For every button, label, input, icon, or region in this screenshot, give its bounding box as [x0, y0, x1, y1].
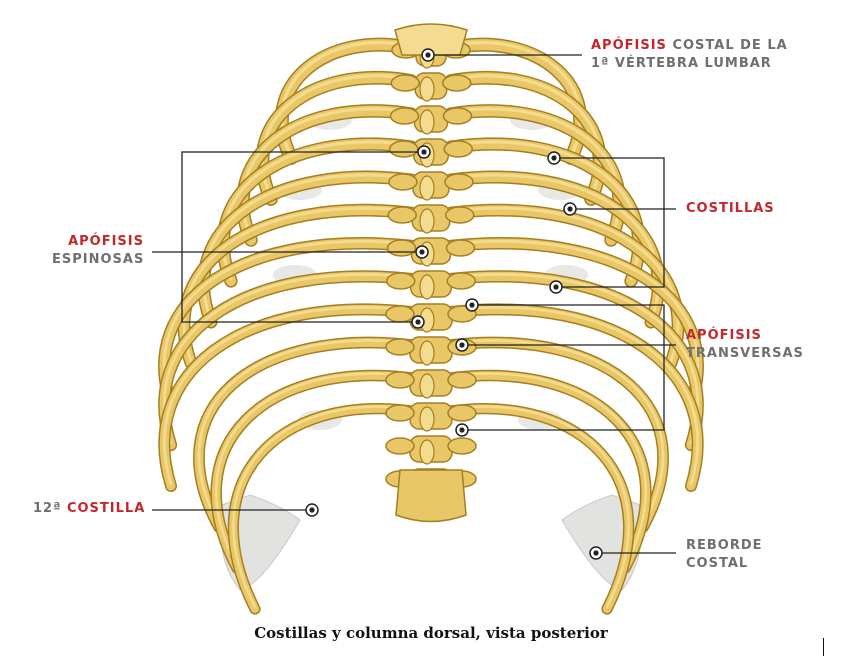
figure-caption: Costillas y columna dorsal, vista poster… — [254, 624, 608, 642]
transverse-process — [385, 404, 415, 422]
transverse-process — [386, 272, 416, 290]
transverse-process — [385, 437, 415, 455]
lumbar-vertebra — [395, 469, 467, 523]
marker-dot-center — [469, 302, 475, 308]
label-costilla-12-number: 12ª — [33, 501, 62, 516]
label-apofisis-transversas-text: TRANSVERSAS — [686, 346, 804, 361]
label-apofisis-espinosas: APÓFISIS ESPINOSAS — [52, 233, 144, 269]
transverse-process — [445, 206, 475, 224]
first-vertebra — [394, 23, 468, 56]
leader-espinosas-bracket — [181, 151, 424, 323]
marker-dot-center — [551, 155, 557, 161]
marker-dot-center — [421, 149, 427, 155]
rib-highlight — [449, 239, 700, 404]
label-apofisis-transversas-title: APÓFISIS — [686, 328, 762, 343]
transverse-process — [442, 107, 473, 125]
rib-highlight — [197, 339, 413, 527]
label-apofisis-espinosas-text: ESPINOSAS — [52, 252, 145, 267]
rib-highlight — [232, 405, 413, 609]
marker-dot-center — [309, 507, 315, 513]
leader-costillas-bracket — [554, 157, 665, 288]
spinous-process — [419, 373, 435, 399]
spinous-process — [419, 340, 435, 366]
rib-highlight — [215, 372, 413, 568]
rib-highlight — [182, 206, 413, 363]
label-apofisis-costal-text2: 1ª VÉRTEBRA LUMBAR — [591, 56, 772, 71]
spinous-process — [419, 109, 435, 135]
label-apofisis-costal: APÓFISIS COSTAL DE LA 1ª VÉRTEBRA LUMBAR — [591, 37, 788, 73]
transverse-process — [387, 206, 417, 224]
transverse-process — [389, 107, 420, 125]
rib-highlight — [449, 206, 680, 363]
leader-transversas-bracket — [462, 304, 665, 431]
spinous-process — [419, 208, 435, 234]
spinous-process — [419, 175, 435, 201]
transverse-process — [444, 173, 474, 191]
rib-highlight — [449, 339, 665, 527]
spinous-process — [419, 406, 435, 432]
transverse-process — [386, 239, 417, 257]
marker-dot-center — [459, 342, 465, 348]
marker-dot-center — [593, 550, 599, 556]
rib-highlight — [162, 239, 413, 404]
transverse-process — [385, 338, 415, 356]
label-apofisis-transversas: APÓFISIS TRANSVERSAS — [686, 327, 804, 363]
transverse-process — [389, 140, 419, 158]
marker-dot-center — [459, 427, 465, 433]
marker-dot-center — [419, 249, 425, 255]
label-apofisis-costal-text1: COSTAL DE LA — [672, 38, 788, 53]
label-costilla-12-title: COSTILLA — [66, 501, 146, 516]
transverse-process — [445, 239, 476, 257]
label-reborde-costal: REBORDE COSTAL — [686, 537, 763, 573]
marker-dot-center — [553, 284, 559, 290]
label-apofisis-espinosas-title: APÓFISIS — [68, 234, 144, 249]
rib-highlight — [449, 272, 699, 445]
text-cursor — [823, 638, 824, 656]
transverse-process — [385, 305, 415, 323]
label-apofisis-costal-title: APÓFISIS — [591, 38, 667, 53]
transverse-process — [390, 74, 420, 92]
marker-dot-center — [567, 206, 573, 212]
rib-highlight — [163, 272, 413, 445]
transverse-process — [388, 173, 418, 191]
rib-highlight — [163, 306, 413, 486]
spinous-process — [419, 439, 435, 465]
rib-highlight — [449, 405, 630, 609]
transverse-process — [442, 74, 472, 92]
transverse-process — [447, 404, 477, 422]
marker-dot-center — [415, 319, 421, 325]
label-costilla-12: 12ª COSTILLA — [33, 500, 145, 518]
spinous-process — [419, 274, 435, 300]
marker-dot-center — [425, 52, 431, 58]
transverse-process — [447, 371, 477, 389]
transverse-process — [385, 371, 415, 389]
transverse-process — [443, 140, 473, 158]
label-reborde-costal-line2: COSTAL — [686, 556, 749, 571]
spinous-process — [419, 76, 435, 102]
thoracic-spine — [385, 23, 477, 523]
transverse-process — [446, 272, 476, 290]
label-reborde-costal-line1: REBORDE — [686, 538, 763, 553]
rib-highlight — [449, 372, 647, 568]
transverse-process — [447, 437, 477, 455]
label-costillas: COSTILLAS — [686, 201, 775, 216]
rib-highlight — [449, 306, 699, 486]
leader-lines-group — [152, 48, 676, 560]
